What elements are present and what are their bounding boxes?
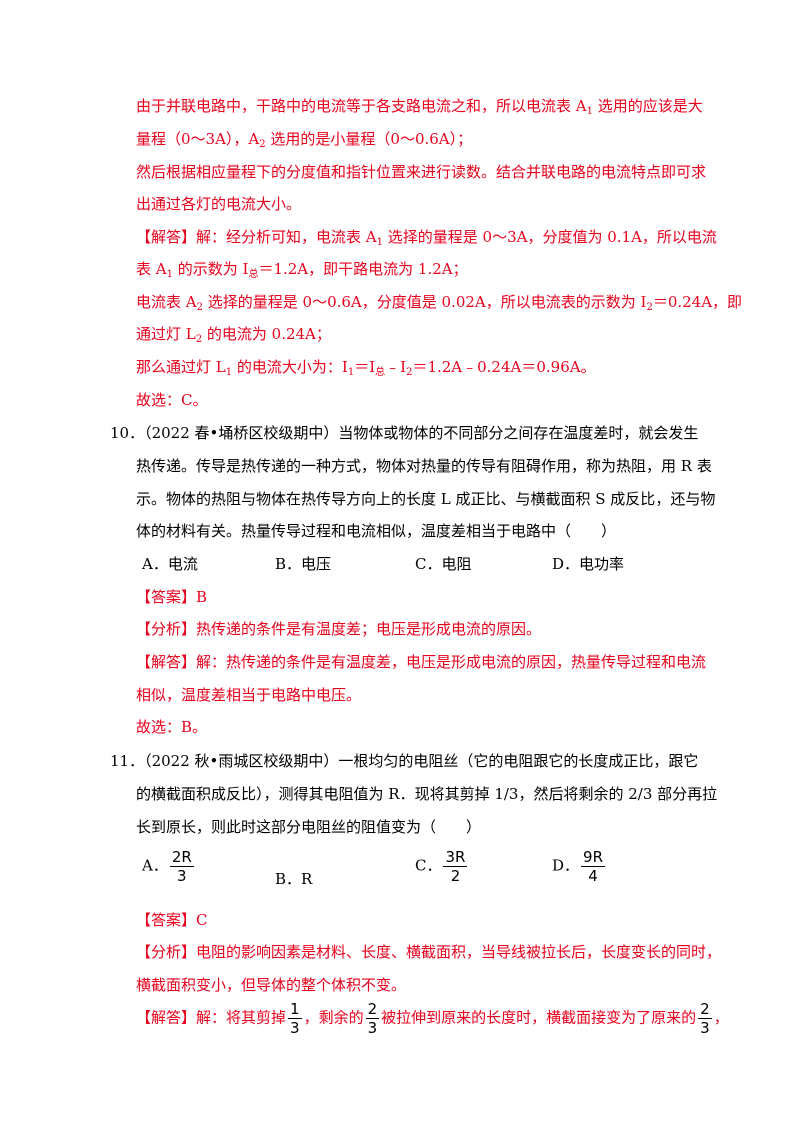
prev-solution-line-5: 【解答】解：经分析可知，电流表 A1 选择的量程是 0～3A，分度值为 0.1A… — [136, 228, 717, 248]
q10-option-d: D．电功率 — [552, 555, 625, 573]
q10-choice: 故选：B。 — [136, 718, 208, 736]
q10-solution-line-2: 相似，温度差相当于电路中电压。 — [136, 686, 362, 704]
prev-solution-line-3: 然后根据相应量程下的分度值和指针位置来进行读数。结合并联电路的电流特点即可求 — [136, 163, 707, 181]
prev-solution-line-8: 通过灯 L2 的电流为 0.24A； — [136, 325, 331, 345]
prev-solution-line-6: 表 A1 的示数为 I总＝1.2A，即干路电流为 1.2A； — [136, 260, 468, 280]
q11-stem-line-2: 的横截面积成反比），测得其电阻值为 R．现将其剪掉 1/3，然后将剩余的 2/3… — [136, 785, 718, 803]
q10-analysis: 【分析】热传递的条件是有温度差；电压是形成电流的原因。 — [136, 620, 542, 638]
q10-stem-line-1: 10．（2022 春•埇桥区校级期中）当物体或物体的不同部分之间存在温度差时，就… — [110, 424, 699, 442]
q11-option-b: B．R — [275, 870, 313, 888]
q10-option-b: B．电压 — [275, 555, 332, 573]
prev-solution-line-7: 电流表 A2 选择的量程是 0～0.6A，分度值是 0.02A，所以电流表的示数… — [136, 293, 743, 313]
q10-stem-line-2: 热传递。传导是热传递的一种方式，物体对热量的传导有阻碍作用，称为热阻，用 R 表 — [136, 457, 712, 475]
q10-answer: 【答案】B — [136, 588, 208, 606]
q10-option-a: A．电流 — [142, 555, 198, 573]
q11-stem-line-1: 11．（2022 秋•雨城区校级期中）一根均匀的电阻丝（它的电阻跟它的长度成正比… — [110, 752, 699, 770]
q10-option-c: C．电阻 — [415, 555, 472, 573]
q10-stem-line-4: 体的材料有关。热量传导过程和电流相似，温度差相当于电路中（ ） — [136, 522, 617, 540]
q11-stem-line-3: 长到原长，则此时这部分电阻丝的阻值变为（ ） — [136, 818, 482, 836]
prev-solution-line-4: 出通过各灯的电流大小。 — [136, 195, 302, 213]
q11-answer: 【答案】C — [136, 911, 208, 929]
q11-analysis-line-1: 【分析】电阻的影响因素是材料、长度、横截面积，当导线被拉长后，长度变长的同时， — [136, 943, 722, 961]
prev-solution-line-1: 由于并联电路中，干路中的电流等于各支路电流之和，所以电流表 A1 选用的应该是大 — [136, 97, 703, 117]
q10-stem-line-3: 示。物体的热阻与物体在热传导方向上的长度 L 成正比、与横截面积 S 成反比，还… — [136, 490, 716, 508]
prev-solution-line-9: 那么通过灯 L1 的电流大小为：I1＝I总﹣I2＝1.2A﹣0.24A＝0.96… — [136, 358, 596, 378]
prev-solution-line-2: 量程（0～3A），A2 选用的是小量程（0～0.6A）； — [136, 130, 473, 150]
prev-solution-choice: 故选：C。 — [136, 391, 208, 409]
q10-solution-line-1: 【解答】解：热传递的条件是有温度差，电压是形成电流的原因，热量传导过程和电流 — [136, 653, 707, 671]
q11-analysis-line-2: 横截面积变小，但导体的整个体积不变。 — [136, 976, 407, 994]
